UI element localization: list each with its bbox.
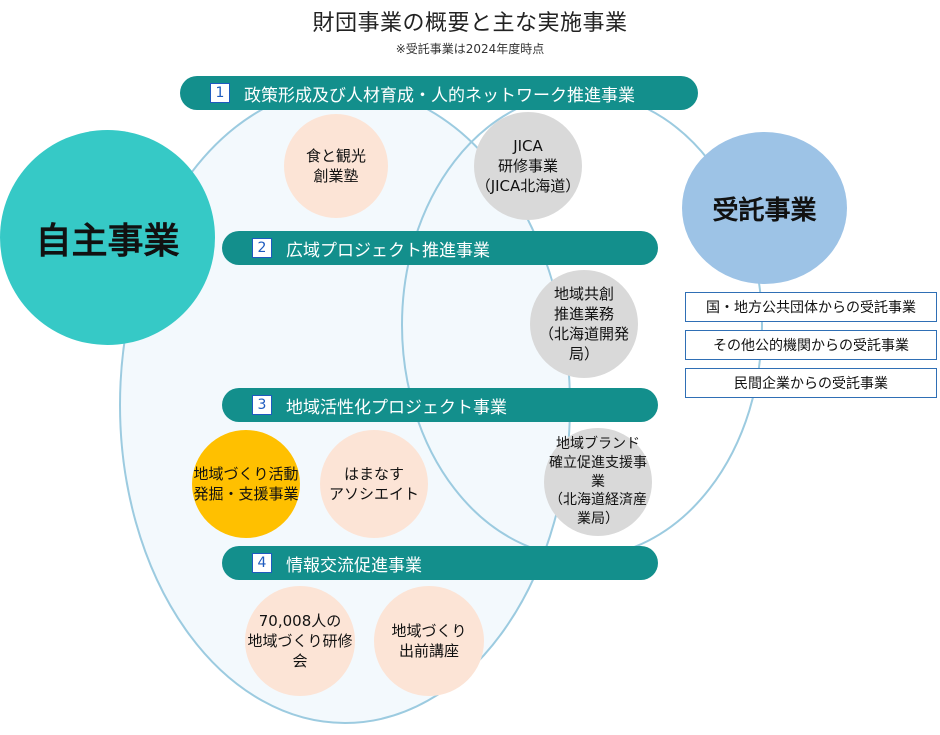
program-number-3: 3 [252, 395, 272, 415]
project-hamanasu: はまなす アソシエイト [320, 430, 428, 538]
contract-source-label-1: 国・地方公共団体からの受託事業 [706, 300, 916, 316]
contract-source-label-2: その他公的機関からの受託事業 [713, 338, 909, 354]
contract-source-box-2: その他公的機関からの受託事業 [685, 330, 937, 360]
program-number-1: 1 [210, 83, 230, 103]
contract-source-box-1: 国・地方公共団体からの受託事業 [685, 292, 937, 322]
project-food-startup: 食と観光 創業塾 [284, 114, 388, 218]
page-subtitle: ※受託事業は2024年度時点 [395, 42, 545, 56]
project-regional-brand: 地域ブランド 確立促進支援事業 （北海道経済産業局） [544, 428, 652, 536]
project-seminar-70008: 70,008人の 地域づくり研修会 [245, 586, 355, 696]
contract-source-label-3: 民間企業からの受託事業 [734, 376, 888, 392]
program-bar-2: 2 広域プロジェクト推進事業 [222, 231, 658, 265]
program-bar-1: 1 政策形成及び人材育成・人的ネットワーク推進事業 [180, 76, 698, 110]
project-lecture-label: 地域づくり 出前講座 [391, 621, 467, 660]
program-number-4: 4 [252, 553, 272, 573]
page-title: 財団事業の概要と主な実施事業 [312, 11, 628, 36]
program-label-2: 広域プロジェクト推進事業 [286, 240, 490, 261]
contract-program-circle: 受託事業 [682, 132, 847, 284]
self-program-label: 自主事業 [35, 220, 180, 262]
project-regional-dev-support-label: 地域づくり活動 発掘・支援事業 [193, 464, 299, 503]
program-label-4: 情報交流促進事業 [286, 555, 422, 576]
program-label-3: 地域活性化プロジェクト事業 [286, 397, 507, 418]
project-jica-label: JICA 研修事業 （JICA北海道） [475, 136, 581, 196]
program-bar-4: 4 情報交流促進事業 [222, 546, 658, 580]
project-lecture: 地域づくり 出前講座 [374, 586, 484, 696]
project-regional-creation: 地域共創 推進業務 （北海道開発局） [530, 270, 638, 378]
program-bar-3: 3 地域活性化プロジェクト事業 [222, 388, 658, 422]
project-food-startup-label: 食と観光 創業塾 [305, 146, 366, 185]
project-seminar-70008-label: 70,008人の 地域づくり研修会 [247, 611, 353, 671]
project-regional-creation-label: 地域共創 推進業務 （北海道開発局） [538, 284, 629, 364]
project-regional-dev-support: 地域づくり活動 発掘・支援事業 [192, 430, 300, 538]
contract-source-box-3: 民間企業からの受託事業 [685, 368, 937, 398]
project-hamanasu-label: はまなす アソシエイト [328, 464, 419, 503]
contract-program-label: 受託事業 [712, 195, 817, 226]
self-program-circle: 自主事業 [0, 130, 215, 345]
program-number-2: 2 [252, 238, 272, 258]
project-jica: JICA 研修事業 （JICA北海道） [474, 112, 582, 220]
project-regional-brand-label: 地域ブランド 確立促進支援事業 （北海道経済産業局） [549, 435, 647, 528]
program-label-1: 政策形成及び人材育成・人的ネットワーク推進事業 [244, 85, 635, 106]
